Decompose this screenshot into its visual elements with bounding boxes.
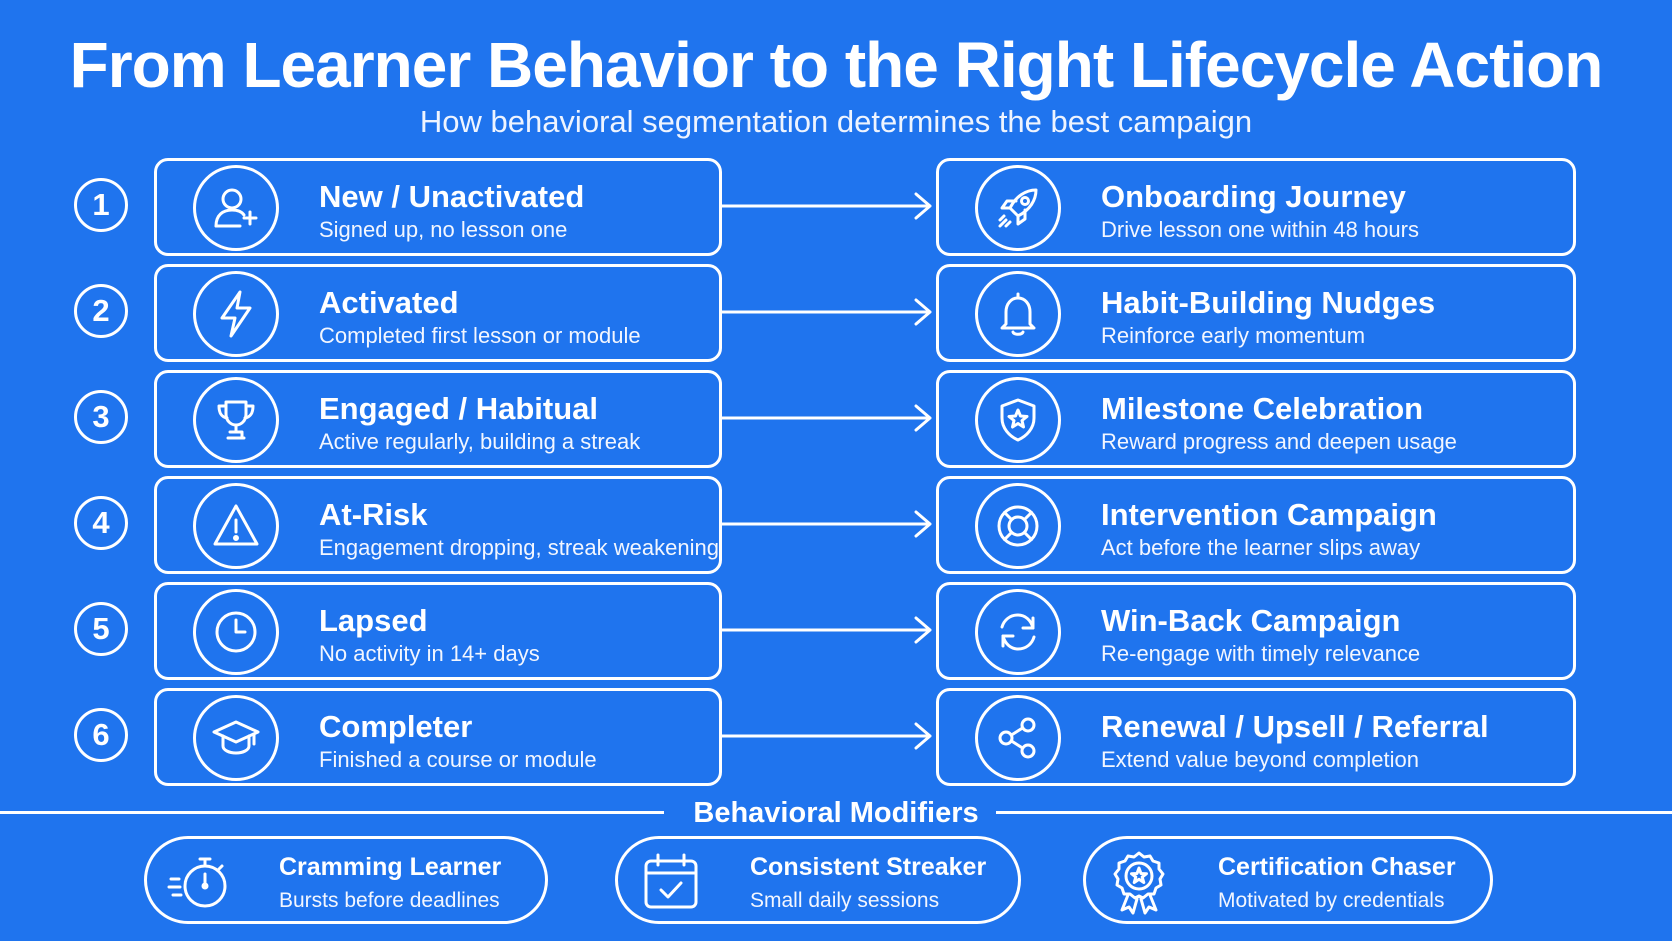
modifiers-divider [0, 811, 1672, 814]
action-title: Habit-Building Nudges [1101, 285, 1436, 320]
segment-row-4: 4 At-Risk Engagement dropping, streak we… [0, 476, 1672, 576]
bell-icon [975, 271, 1061, 357]
action-description: Re-engage with timely relevance [1101, 641, 1421, 666]
segment-card-lapsed: Lapsed No activity in 14+ days [154, 582, 722, 680]
graduation-cap-icon [193, 695, 279, 781]
action-description: Act before the learner slips away [1101, 535, 1421, 560]
segment-row-1: 1 New / Unactivated Signed up, no lesson… [0, 158, 1672, 258]
segment-title: At-Risk [319, 497, 428, 532]
calendar-check-icon [644, 853, 698, 909]
rocket-icon [975, 165, 1061, 251]
arrow-right-icon [722, 192, 932, 220]
clock-icon [193, 589, 279, 675]
segment-title: Engaged / Habitual [319, 391, 599, 426]
action-title: Milestone Celebration [1101, 391, 1424, 426]
segment-title: New / Unactivated [319, 179, 585, 214]
modifier-certification-chaser: Certification Chaser Motivated by creden… [1083, 836, 1493, 924]
action-title: Intervention Campaign [1101, 497, 1437, 532]
modifier-title: Consistent Streaker [750, 853, 987, 881]
refresh-icon [975, 589, 1061, 675]
segment-row-2: 2 Activated Completed first lesson or mo… [0, 264, 1672, 364]
step-number: 6 [74, 708, 128, 762]
modifier-description: Bursts before deadlines [279, 889, 500, 912]
action-card-milestone-celebration: Milestone Celebration Reward progress an… [936, 370, 1576, 468]
stopwatch-icon [167, 857, 227, 908]
modifier-title: Certification Chaser [1218, 853, 1456, 881]
action-card-intervention-campaign: Intervention Campaign Act before the lea… [936, 476, 1576, 574]
segment-description: Active regularly, building a streak [319, 429, 641, 454]
warning-icon [193, 483, 279, 569]
modifiers-heading-text: Behavioral Modifiers [679, 797, 993, 829]
step-number: 2 [74, 284, 128, 338]
page-title: From Learner Behavior to the Right Lifec… [69, 29, 1604, 101]
action-title: Onboarding Journey [1101, 179, 1406, 214]
action-description: Reinforce early momentum [1101, 323, 1366, 348]
arrow-right-icon [722, 616, 932, 644]
action-card-onboarding-journey: Onboarding Journey Drive lesson one with… [936, 158, 1576, 256]
modifier-cramming-learner: Cramming Learner Bursts before deadlines [144, 836, 548, 924]
modifier-title: Cramming Learner [279, 853, 502, 881]
trophy-icon [193, 377, 279, 463]
modifiers-heading: Behavioral Modifiers [0, 797, 1672, 830]
segment-description: Finished a course or module [319, 747, 597, 772]
share-icon [975, 695, 1061, 781]
segment-row-3: 3 Engaged / Habitual Active regularly, b… [0, 370, 1672, 470]
segment-row-5: 5 Lapsed No activity in 14+ days Win-Bac… [0, 582, 1672, 682]
segment-card-at-risk: At-Risk Engagement dropping, streak weak… [154, 476, 722, 574]
segment-card-engaged-habitual: Engaged / Habitual Active regularly, bui… [154, 370, 722, 468]
arrow-right-icon [722, 298, 932, 326]
add-user-icon [193, 165, 279, 251]
page-subtitle: How behavioral segmentation determines t… [419, 104, 1253, 139]
action-title: Win-Back Campaign [1101, 603, 1401, 638]
modifier-description: Motivated by credentials [1218, 889, 1445, 912]
segment-description: Completed first lesson or module [319, 323, 641, 348]
step-number: 5 [74, 602, 128, 656]
action-description: Drive lesson one within 48 hours [1101, 217, 1419, 242]
segment-title: Completer [319, 709, 473, 744]
award-badge-icon [1113, 851, 1165, 915]
action-card-win-back-campaign: Win-Back Campaign Re-engage with timely … [936, 582, 1576, 680]
segment-description: No activity in 14+ days [319, 641, 540, 666]
segment-card-new-unactivated: New / Unactivated Signed up, no lesson o… [154, 158, 722, 256]
modifier-description: Small daily sessions [750, 889, 940, 912]
segment-title: Lapsed [319, 603, 428, 638]
shield-star-icon [975, 377, 1061, 463]
action-title: Renewal / Upsell / Referral [1101, 709, 1489, 744]
lifebuoy-icon [975, 483, 1061, 569]
action-description: Reward progress and deepen usage [1101, 429, 1457, 454]
segment-description: Signed up, no lesson one [319, 217, 568, 242]
segment-title: Activated [319, 285, 459, 320]
lightning-icon [193, 271, 279, 357]
step-number: 3 [74, 390, 128, 444]
segment-card-activated: Activated Completed first lesson or modu… [154, 264, 722, 362]
action-card-renewal-upsell-referral: Renewal / Upsell / Referral Extend value… [936, 688, 1576, 786]
segment-card-completer: Completer Finished a course or module [154, 688, 722, 786]
arrow-right-icon [722, 404, 932, 432]
action-card-habit-building-nudges: Habit-Building Nudges Reinforce early mo… [936, 264, 1576, 362]
arrow-right-icon [722, 510, 932, 538]
action-description: Extend value beyond completion [1101, 747, 1419, 772]
arrow-right-icon [722, 722, 932, 750]
step-number: 4 [74, 496, 128, 550]
modifier-consistent-streaker: Consistent Streaker Small daily sessions [615, 836, 1021, 924]
segment-row-6: 6 Completer Finished a course or module … [0, 688, 1672, 788]
step-number: 1 [74, 178, 128, 232]
segment-description: Engagement dropping, streak weakening [319, 535, 719, 560]
